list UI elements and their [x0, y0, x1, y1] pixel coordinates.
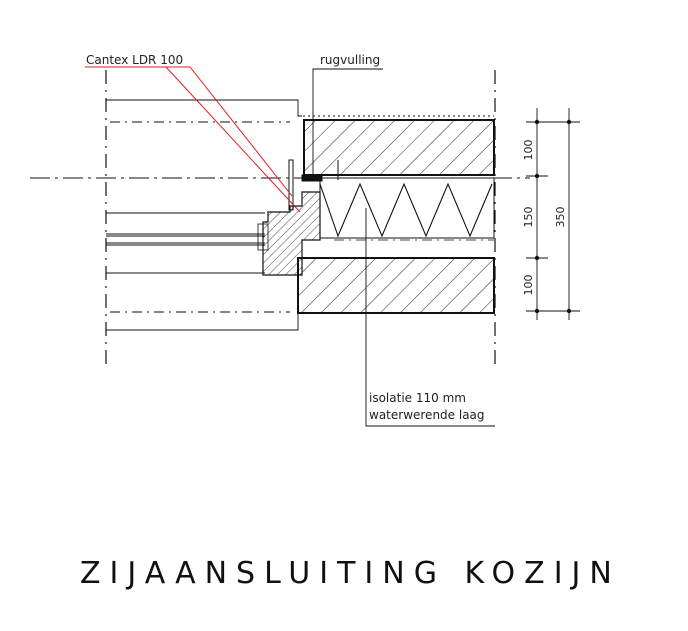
outer-brick-leaf — [303, 119, 495, 176]
drawing-title: ZIJAANSLUITING KOZIJN — [80, 556, 621, 591]
rugvulling-label: rugvulling — [320, 53, 380, 67]
dim-total: 350 — [554, 207, 567, 228]
isolatie-label: isolatie 110 mm — [369, 391, 466, 405]
dim-inner-leaf: 100 — [522, 275, 535, 296]
rugvulling-leader — [312, 68, 383, 176]
cantex-label: Cantex LDR 100 — [86, 53, 183, 67]
insulation-layer — [319, 177, 495, 241]
inner-brick-leaf — [297, 257, 495, 314]
dimension-ticks — [534, 119, 572, 314]
rugvulling-detail — [288, 159, 339, 211]
dim-cavity: 150 — [522, 207, 535, 228]
waterwerend-label: waterwerende laag — [369, 408, 485, 422]
isolatie-leader — [365, 208, 495, 427]
dim-outer-leaf: 100 — [522, 140, 535, 161]
cantex-leader-lines — [85, 66, 301, 213]
